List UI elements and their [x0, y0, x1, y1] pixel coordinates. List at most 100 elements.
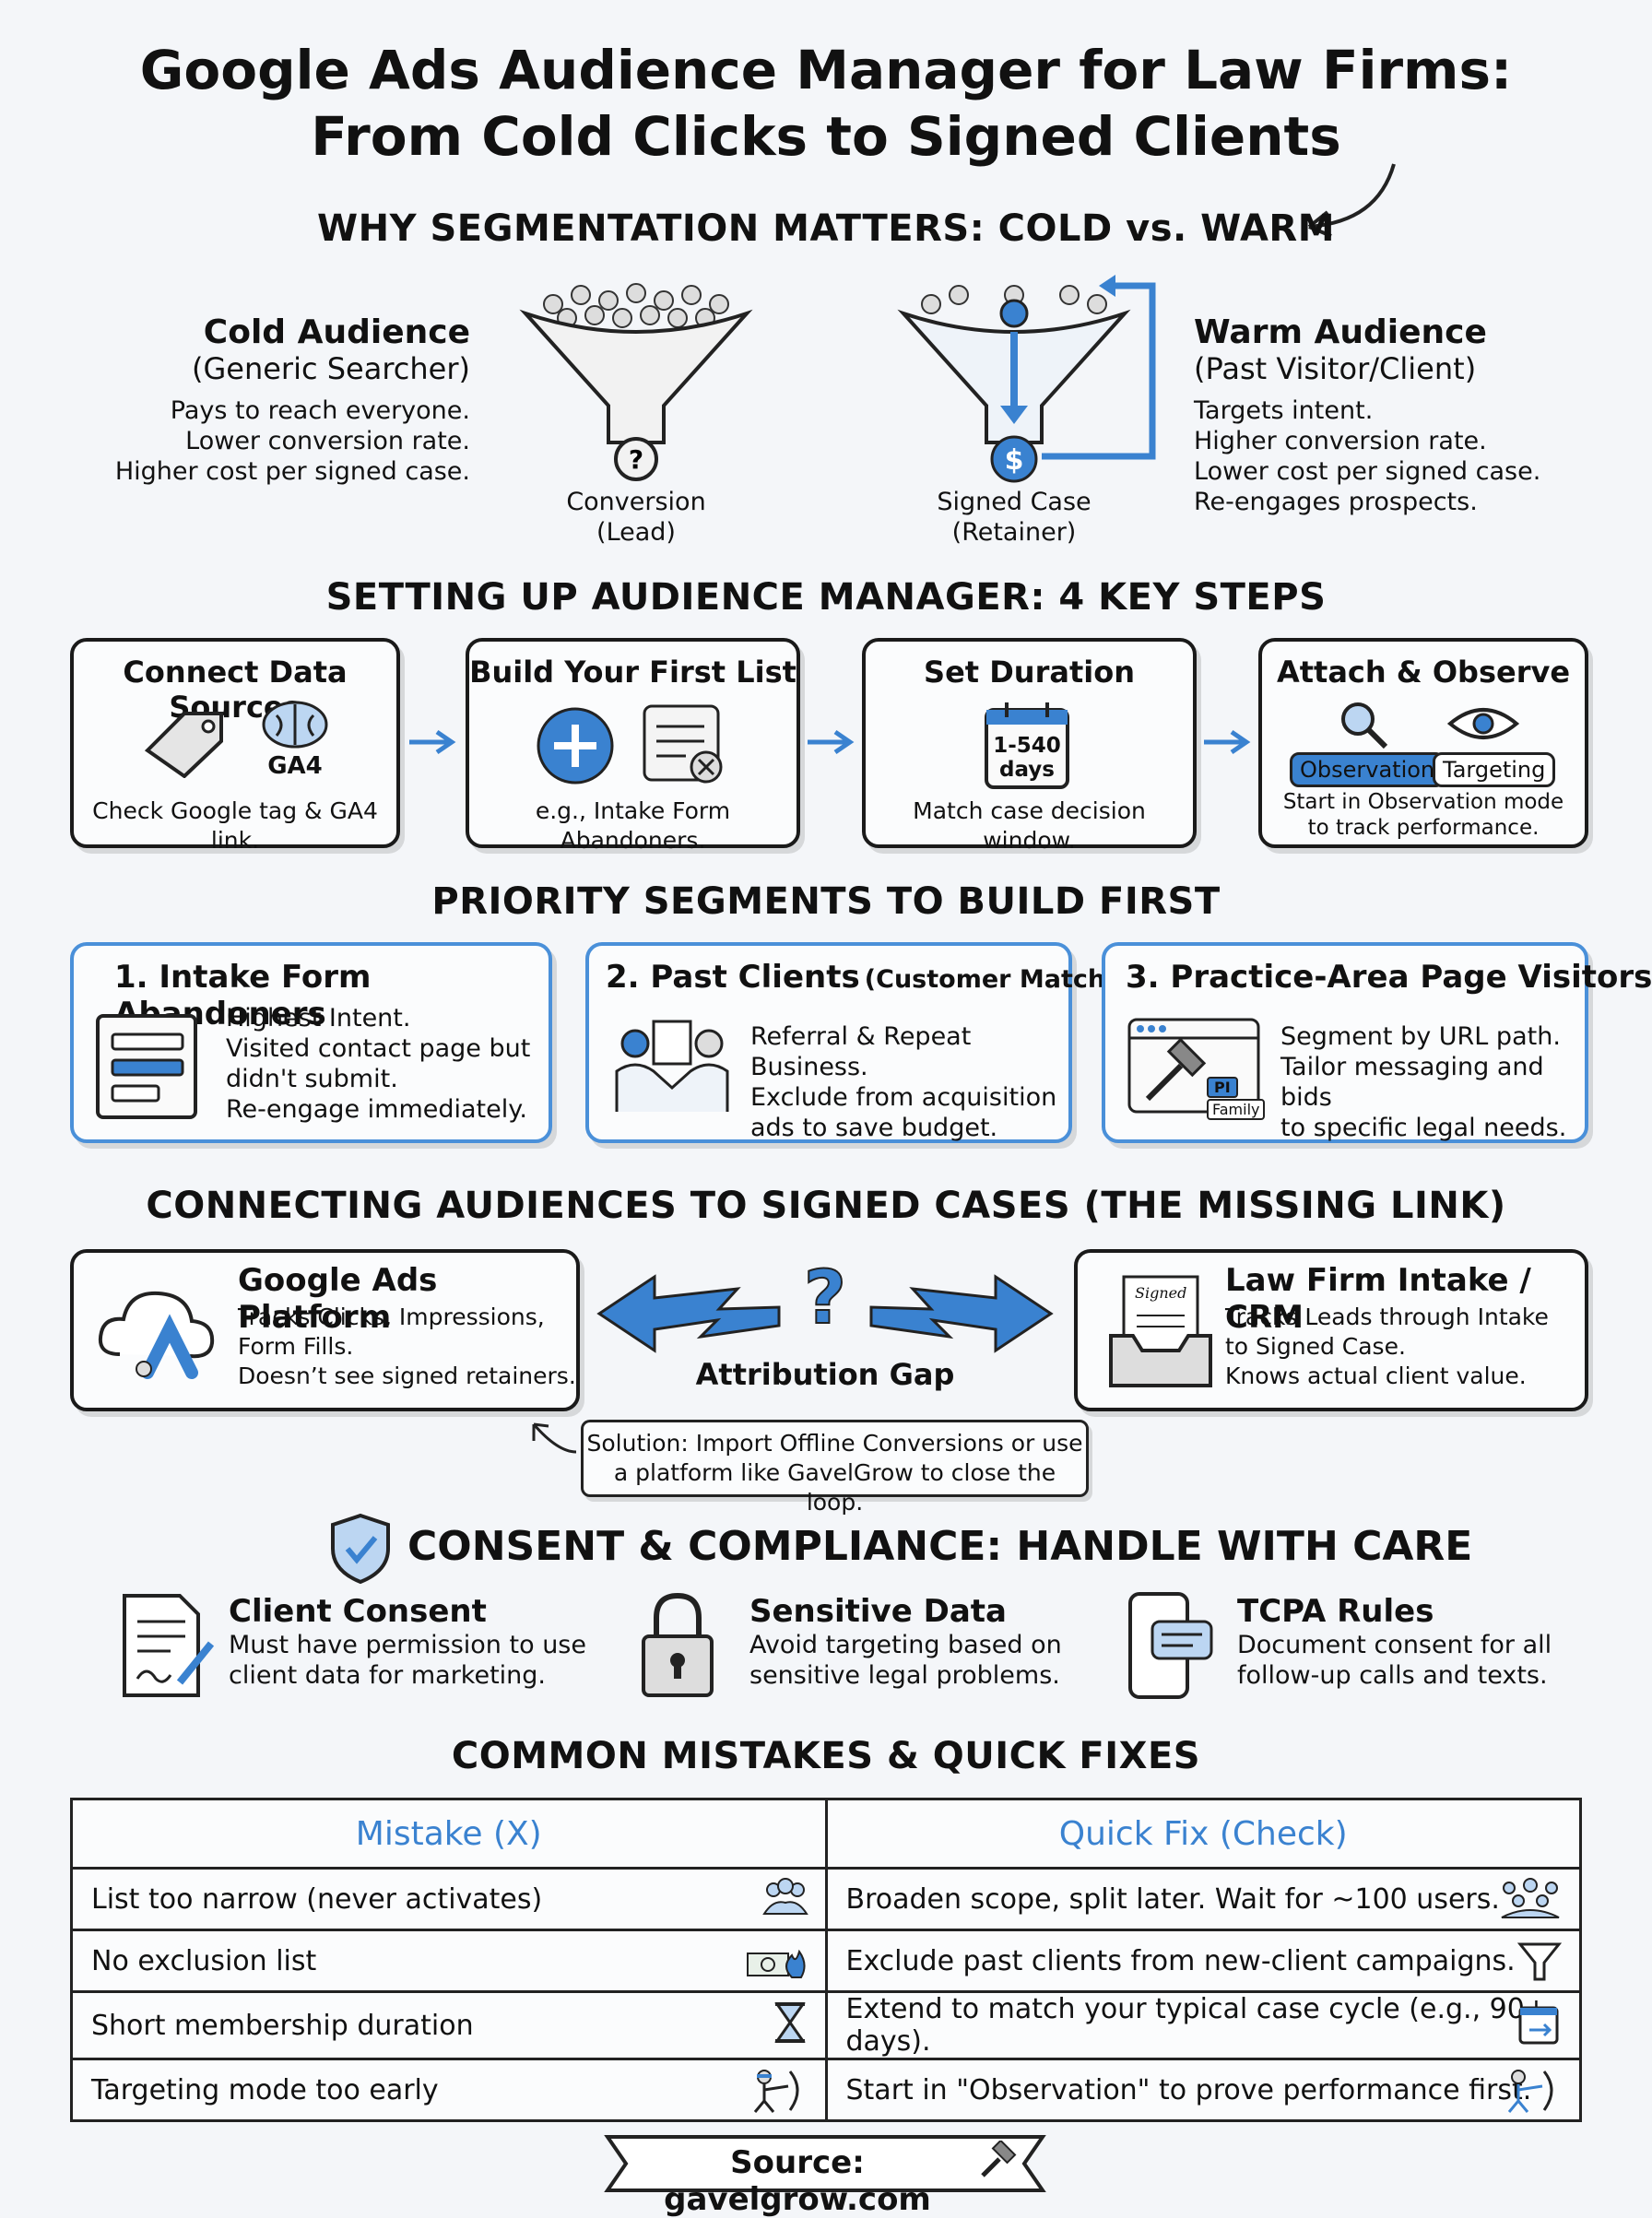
mistakes-heading: COMMON MISTAKES & QUICK FIXES: [451, 1735, 1201, 1777]
gavel-icon: [981, 2141, 1017, 2177]
segment-line: Re-engage immediately.: [226, 1095, 527, 1124]
duration-label: 1-540 days: [981, 734, 1073, 782]
table-header-row: Mistake (X) Quick Fix (Check): [70, 1798, 1582, 1870]
svg-text:$: $: [1005, 444, 1024, 477]
signed-icon-text: Signed: [1135, 1284, 1187, 1302]
source-text: Source: gavelgrow.com: [664, 2144, 931, 2218]
consent-title: Sensitive Data: [749, 1593, 1007, 1630]
step-desc-line: Start in Observation mode: [1282, 790, 1564, 814]
cold-line: Lower conversion rate.: [185, 427, 470, 455]
phone-chat-icon: [1128, 1592, 1213, 1699]
step-title: Set Duration: [924, 655, 1135, 690]
table-row: List too narrow (never activates) Broade…: [70, 1867, 1582, 1931]
mistake-text: Short membership duration: [91, 2009, 474, 2042]
crm-line: Knows actual client value.: [1225, 1363, 1527, 1389]
step-connect-data: Connect Data Sources GA4 Check Google ta…: [70, 638, 400, 854]
google-ads-cloud-icon: [99, 1291, 215, 1379]
step-title: Connect Data Sources: [123, 655, 348, 725]
segment-lines: Referral & Repeat Business. Exclude from…: [750, 1021, 1068, 1143]
platform-lines: Tracks Clicks, Impressions, Form Fills. …: [238, 1303, 576, 1391]
calendar-extend-icon: [1518, 2006, 1559, 2045]
col-mistake-header: Mistake (X): [70, 1798, 828, 1870]
tag-family: Family: [1207, 1099, 1266, 1120]
segment-lines: Segment by URL path. Tailor messaging an…: [1280, 1021, 1585, 1143]
calendar-icon: [985, 702, 1069, 789]
pointer-arrow-icon: [532, 1422, 577, 1454]
segment-line: Segment by URL path.: [1280, 1022, 1561, 1051]
step-desc: Match case decision window.: [913, 797, 1146, 854]
step-desc: Check Google tag & GA4 link.: [92, 797, 378, 854]
ga4-label: GA4: [267, 752, 323, 780]
crm-box: Signed Law Firm Intake / CRM Tracks Lead…: [1074, 1249, 1588, 1411]
warm-line: Targets intent.: [1194, 396, 1374, 425]
consent-line: follow-up calls and texts.: [1237, 1661, 1548, 1690]
page-title: Google Ads Audience Manager for Law Firm…: [139, 39, 1513, 101]
cold-audience-block: Cold Audience (Generic Searcher) Pays to…: [111, 313, 470, 487]
mistake-text: List too narrow (never activates): [91, 1882, 543, 1916]
plus-circle-icon: [537, 707, 614, 785]
archer-blindfold-icon: [753, 2070, 798, 2113]
mistake-cell: List too narrow (never activates): [70, 1867, 828, 1931]
step-title: Attach & Observe: [1276, 655, 1571, 690]
segment-title-small: (Customer Match): [864, 965, 1117, 994]
pill-targeting: Targeting: [1433, 752, 1556, 787]
crm-title: Law Firm Intake / CRM: [1225, 1262, 1531, 1336]
solution-note: Solution: Import Offline Conversions or …: [581, 1420, 1089, 1516]
pill-observation: Observation: [1290, 752, 1446, 787]
curved-arrow-icon: [1307, 163, 1396, 238]
platform-title: Google Ads Platform: [238, 1262, 438, 1336]
consent-heading: CONSENT & COMPLIANCE: HANDLE WITH CARE: [407, 1523, 1473, 1570]
fix-cell: Exclude past clients from new-client cam…: [824, 1929, 1582, 1993]
money-fire-icon: [746, 1949, 805, 1978]
solution-line: Solution: Import Offline Conversions or …: [586, 1430, 1083, 1457]
arrow-right-icon: [808, 729, 855, 755]
group-icon: [1501, 1878, 1560, 1918]
funnel-label: Signed Case: [937, 488, 1092, 516]
source-ribbon: [604, 2135, 1046, 2192]
step-desc: e.g., Intake Form Abandoners.: [535, 797, 731, 854]
segment-past-clients: 2. Past Clients (Customer Match) Referra…: [585, 942, 1116, 1143]
consent-line: sensitive legal problems.: [749, 1661, 1060, 1690]
crm-line: Tracks Leads through Intake: [1225, 1304, 1549, 1330]
fix-cell: Start in "Observation" to prove performa…: [824, 2058, 1582, 2122]
platform-line: Doesn’t see signed retainers.: [238, 1363, 576, 1389]
cold-line: Pays to reach everyone.: [170, 396, 470, 425]
consent-sensitive: Sensitive Data Avoid targeting based on …: [749, 1593, 1062, 1691]
segment-line: didn't submit.: [226, 1065, 398, 1093]
mistake-cell: No exclusion list: [70, 1929, 828, 1993]
arrow-right-icon: [1204, 729, 1251, 755]
crm-lines: Tracks Leads through Intake to Signed Ca…: [1225, 1303, 1549, 1391]
duration-range: 1-540: [993, 734, 1061, 758]
segment-line: Tailor messaging and bids: [1280, 1053, 1544, 1112]
fix-text: Extend to match your typical case cycle …: [845, 1993, 1548, 2058]
segment-line: Visited contact page but: [226, 1034, 531, 1063]
segment-practice-area: 3. Practice-Area Page Visitors PI Family…: [1102, 942, 1652, 1143]
warm-funnel-icon: $: [897, 275, 1156, 483]
mistake-cell: Short membership duration: [70, 1990, 828, 2060]
fix-cell: Broaden scope, split later. Wait for ~10…: [824, 1867, 1582, 1931]
step-desc: Start in Observation mode to track perfo…: [1262, 789, 1585, 841]
consent-title: TCPA Rules: [1237, 1593, 1434, 1630]
step-set-duration: Set Duration 1-540 days Match case decis…: [862, 638, 1197, 854]
connecting-heading: CONNECTING AUDIENCES TO SIGNED CASES (TH…: [146, 1185, 1506, 1227]
warm-line: Lower cost per signed case.: [1194, 457, 1541, 486]
warm-line: Re-engages prospects.: [1194, 488, 1478, 516]
consent-client: Client Consent Must have permission to u…: [229, 1593, 586, 1691]
signed-inbox-icon: [1109, 1275, 1212, 1387]
warm-subtitle: (Past Visitor/Client): [1194, 351, 1477, 386]
solution-line: a platform like GavelGrow to close the l…: [613, 1459, 1056, 1516]
cold-line: Higher cost per signed case.: [114, 457, 470, 486]
cold-funnel-icon: ?: [519, 283, 753, 481]
svg-text:?: ?: [804, 1255, 846, 1340]
step-title: Build Your First List: [469, 655, 796, 690]
segment-line: ads to save budget.: [750, 1114, 998, 1142]
mistake-text: Targeting mode too early: [91, 2073, 439, 2106]
segment-line: Highest Intent.: [226, 1004, 411, 1032]
mistake-cell: Targeting mode too early: [70, 2058, 828, 2122]
handshake-icon: [615, 1020, 729, 1112]
fix-text: Exclude past clients from new-client cam…: [845, 1944, 1516, 1977]
table-row: Targeting mode too early Start in "Obser…: [70, 2058, 1582, 2122]
funnel-label: Conversion: [566, 488, 706, 516]
funnel-filter-icon: [1516, 1942, 1563, 1981]
warm-title: Warm Audience: [1194, 313, 1487, 351]
